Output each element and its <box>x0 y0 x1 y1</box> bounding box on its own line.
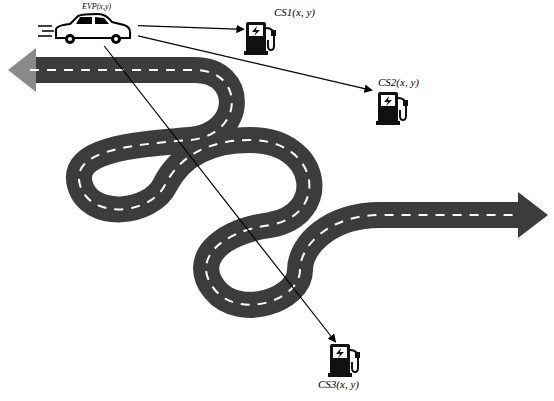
connector-arrow <box>104 46 335 342</box>
node-label: CS1(x, y) <box>244 6 338 20</box>
charging-station-icon <box>376 90 410 126</box>
charging-station: CS1(x, y) <box>244 6 338 56</box>
charging-station: CS2(x, y) <box>372 76 462 126</box>
charging-station-icon <box>244 20 278 56</box>
node-label: CS3(x, y) <box>314 378 396 392</box>
connector-arrow <box>138 26 244 30</box>
node-label: EVP(x,y) <box>36 2 138 12</box>
charging-station-icon <box>328 342 362 378</box>
charging-station: CS3(x, y) <box>314 342 396 392</box>
electric-vehicle: EVP(x,y) <box>36 2 138 46</box>
node-label: CS2(x, y) <box>372 76 462 90</box>
car-icon <box>36 12 132 46</box>
